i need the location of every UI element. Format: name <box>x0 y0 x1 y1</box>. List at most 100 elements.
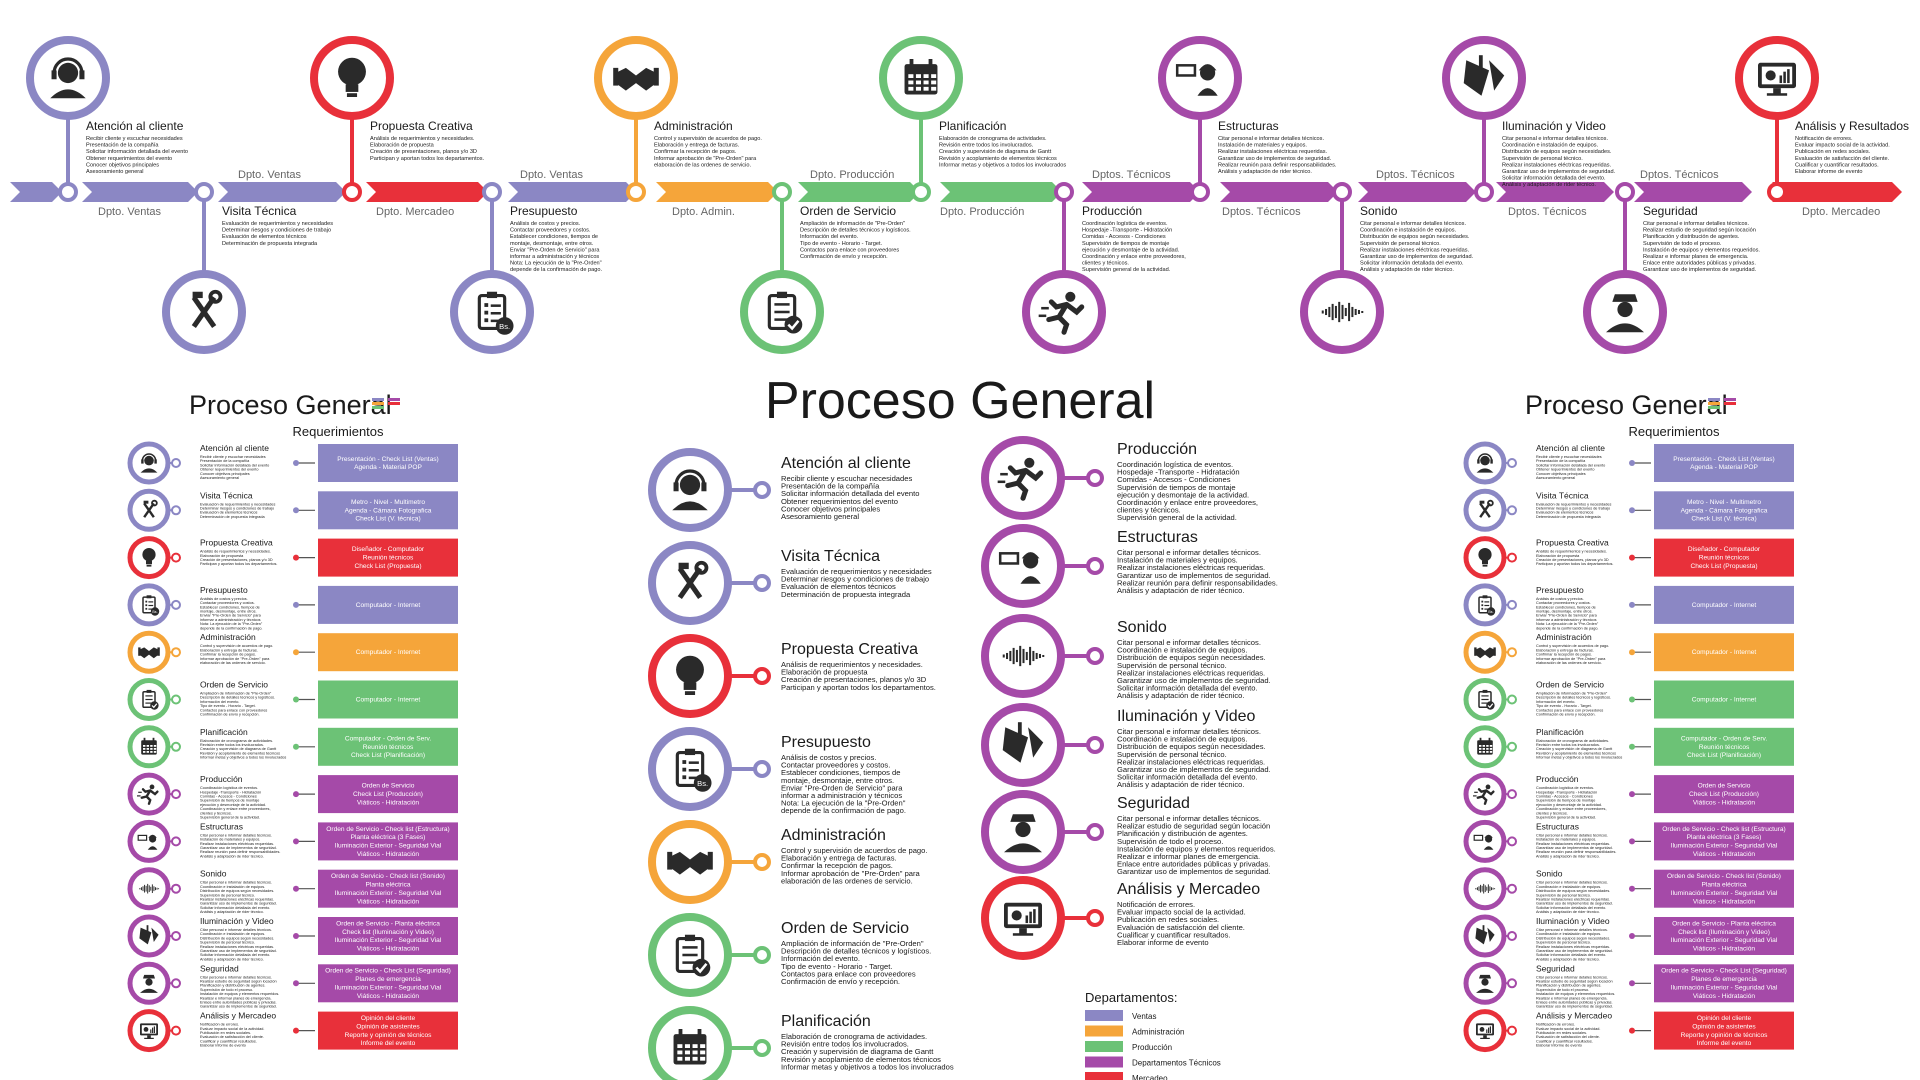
mini-legend-swatch <box>1708 402 1720 405</box>
side-step-line: Determinar riesgos y condiciones de trab… <box>200 507 274 511</box>
side-step-line: Coordinación e instalación de equipos. <box>1536 932 1601 936</box>
req-text: Metro - Nivel - Multimetro <box>1687 499 1761 506</box>
center-step-line: Enviar "Pre-Orden de Servicio" para <box>781 783 903 792</box>
center-step-line: Contactar proveedores y costos. <box>781 761 890 770</box>
timeline-dot <box>1767 182 1787 202</box>
side-dot <box>171 741 181 752</box>
req-text: Check List (Planificación) <box>1687 752 1761 759</box>
req-text: Reporte y opinión de técnicos <box>345 1032 433 1039</box>
side-dot <box>1507 789 1517 800</box>
side-step-line: Evaluación de elementos técnicos <box>200 511 258 515</box>
side-title: Proceso General <box>1525 390 1728 420</box>
clipboard-check-icon <box>142 689 159 710</box>
side-dot <box>1507 505 1517 516</box>
req-text: Viáticos - Hidratación <box>1693 898 1756 905</box>
mini-legend-swatch <box>388 398 400 401</box>
center-step-line: Realizar e informar planes de emergencia… <box>1117 852 1260 861</box>
side-step-line: Solicitar información detallada del even… <box>1536 953 1606 957</box>
center-step-line: Distribución de equipos según necesidade… <box>1117 742 1266 751</box>
side-step-line: Hospedaje -Transporte - Hidratación <box>1536 790 1597 794</box>
side-dot <box>171 647 181 658</box>
legend-swatch <box>1085 1010 1123 1021</box>
side-req-header: Requerimientos <box>292 424 384 439</box>
req-dot <box>293 649 299 656</box>
side-step-line: ejecución y desmontaje de la actividad. <box>200 803 266 807</box>
timeline-arrow <box>1496 182 1614 202</box>
center-step-line: Hospedaje -Transporte - Hidratación <box>1117 468 1240 477</box>
side-step-line: Elaborar informe de evento <box>200 1044 246 1048</box>
svg-text:Bs.: Bs. <box>152 610 157 614</box>
side-step-line: Garantizar uso de implementos de segurid… <box>1536 1005 1613 1009</box>
clipboard-check-icon <box>1478 689 1495 710</box>
center-step-line: Control y supervisión de acuerdos de pag… <box>781 846 927 855</box>
timeline-step-line: Realizar estudio de seguridad según loca… <box>1643 228 1756 234</box>
timeline-step-line: Creación y supervisión de diagrama de Ga… <box>939 149 1052 155</box>
side-dot <box>1507 694 1517 705</box>
timeline-step-line: Informar aprobación de "Pre-Orden" para <box>654 156 757 162</box>
req-text: Iluminación Exterior - Seguridad Vial <box>335 937 442 944</box>
center-step-line: Evaluar impacto social de la actividad. <box>1117 908 1246 917</box>
svg-text:Bs.: Bs. <box>697 779 708 788</box>
side-step-line: Coordinación logística de eventos. <box>200 786 258 790</box>
side-step-line: Evaluación de elementos técnicos <box>1536 511 1594 515</box>
side-step-line: Contactos para enlace con proveedores <box>200 708 267 712</box>
timeline-arrow <box>508 182 636 202</box>
timeline-arrow <box>1772 182 1902 202</box>
side-step-line: Análisis y adaptación de rider técnico. <box>1536 854 1600 858</box>
dept-label: Dpto. Mercadeo <box>1802 206 1880 218</box>
side-step-title: Presupuesto <box>200 585 248 595</box>
timeline-step-line: Obtener requerimientos del evento <box>86 156 172 162</box>
handshake-icon <box>613 67 659 91</box>
req-box <box>318 822 458 861</box>
center-step-line: Asesoramiento general <box>781 512 859 521</box>
side-step-line: depende de la confirmación de pago. <box>1536 626 1598 630</box>
timeline-step-title: Orden de Servicio <box>800 204 896 218</box>
center-step-line: Citar personal e informar detalles técni… <box>1117 638 1261 647</box>
timeline-arrow <box>82 182 198 202</box>
side-step-line: Creación de presentaciones, planos y/o 3… <box>1536 558 1609 562</box>
side-step-line: Evaluación de satisfacción del cliente. <box>200 1035 264 1039</box>
req-text: Agenda - Material POP <box>1690 464 1758 471</box>
timeline-step-title: Sonido <box>1360 204 1398 218</box>
side-step-line: Distribución de equipos según necesidade… <box>200 936 274 940</box>
side-step-line: Control y supervisión de acuerdos de pag… <box>1536 644 1609 648</box>
center-step-line: Informar metas y objetivos a todos los i… <box>781 1062 954 1071</box>
side-step-line: montaje, desmontaje, entre otros. <box>200 610 257 614</box>
timeline-step-line: Establecer condiciones, tiempos de <box>510 234 598 240</box>
center-step-line: Información del evento. <box>781 954 860 963</box>
svg-text:Bs.: Bs. <box>499 322 510 331</box>
req-text: Planta eléctrica <box>365 882 410 889</box>
center-step-line: Coordinación e instalación de equipos. <box>1117 646 1247 655</box>
timeline-step-line: Realizar e informar planes de emergencia… <box>1643 254 1749 260</box>
side-step-line: Notificación de errores. <box>200 1023 239 1027</box>
dept-label: Dptos. Técnicos <box>1222 206 1301 218</box>
timeline-step-line: Análisis de costos y precios. <box>510 221 581 227</box>
security-guard-icon <box>1606 294 1644 333</box>
center-step-line: Elaboración de propuesta <box>781 668 868 677</box>
headset-icon <box>50 57 86 99</box>
timeline-step-line: Garantizar uso de implementos de segurid… <box>1218 156 1332 162</box>
timeline-arrow <box>656 182 778 202</box>
monitor-chart-icon <box>1476 1023 1494 1039</box>
svg-text:Bs.: Bs. <box>1488 610 1493 614</box>
side-step-title: Análisis y Mercadeo <box>200 1011 276 1021</box>
side-step-title: Planificación <box>1536 727 1584 737</box>
side-step-line: Coordinación e instalación de equipos. <box>200 932 265 936</box>
center-step-line: Creación y supervisión de diagrama de Ga… <box>781 1047 934 1056</box>
req-dot <box>293 980 299 987</box>
req-box <box>318 444 458 482</box>
legend-label: Administración <box>1132 1028 1184 1037</box>
center-step-line: Garantizar uso de implementos de segurid… <box>1117 765 1271 774</box>
center-step-line: elaboración de las ordenes de servicio. <box>781 876 913 885</box>
center-step-line: Obtener requerimientos del evento <box>781 497 898 506</box>
